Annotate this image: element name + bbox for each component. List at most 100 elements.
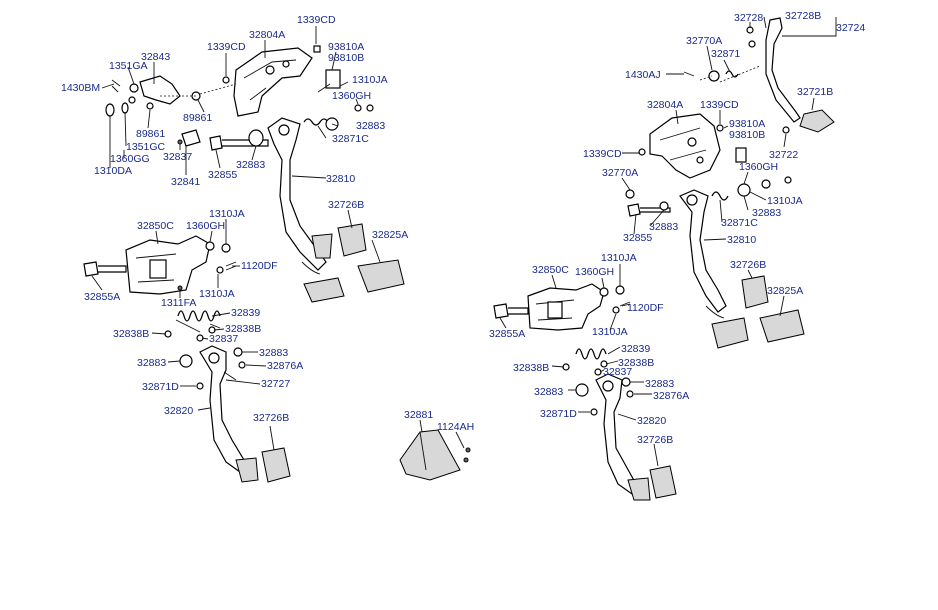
callout-1360gh: 1360GH (186, 220, 225, 232)
callout-89861: 89861 (136, 128, 165, 140)
clip-32841 (181, 129, 201, 147)
return-spring-32871c-b (711, 191, 729, 201)
callout-1339cd: 1339CD (297, 14, 336, 26)
callout-1430aj: 1430AJ (625, 69, 661, 81)
callout-1310ja: 1310JA (352, 74, 388, 86)
callout-32726b: 32726B (328, 199, 364, 211)
callout-32724: 32724 (836, 22, 865, 34)
callout-32881: 32881 (404, 409, 433, 421)
callout-32837: 32837 (603, 366, 632, 378)
pedal-bracket-right (649, 113, 721, 179)
callout-32883: 32883 (752, 207, 781, 219)
callout-1120df: 1120DF (627, 302, 664, 314)
callout-32722: 32722 (769, 149, 798, 161)
dead-pedal-assembly (399, 429, 471, 481)
leader-lines (91, 16, 837, 467)
callout-32726b: 32726B (253, 412, 289, 424)
callout-32843: 32843 (141, 51, 170, 63)
callout-32726b: 32726B (637, 434, 673, 446)
clutch-spring-32839-b (575, 348, 607, 360)
callout-32871c: 32871C (721, 217, 758, 229)
callout-93810a: 93810A (729, 118, 765, 130)
callout-32837: 32837 (163, 151, 192, 163)
callout-32838b: 32838B (618, 357, 654, 369)
callout-32855: 32855 (623, 232, 652, 244)
callout-32883: 32883 (534, 386, 563, 398)
callout-1339cd: 1339CD (700, 99, 739, 111)
callout-1360gh: 1360GH (739, 161, 778, 173)
callout-1310ja: 1310JA (592, 326, 628, 338)
callout-93810b: 93810B (328, 52, 364, 64)
callout-32871: 32871 (711, 48, 740, 60)
callout-labels: 1339CD 32804A 1339CD 32843 1351GA 1430BM… (61, 10, 865, 446)
small-bracket-32843 (139, 75, 181, 105)
brake-pedal-arm-right (679, 189, 727, 313)
bolt-32855a-b (493, 303, 529, 319)
brake-pedal-pad-32726b-c (741, 275, 769, 309)
callout-32839: 32839 (231, 307, 260, 319)
callout-32876a: 32876A (267, 360, 303, 372)
callout-32810: 32810 (727, 234, 756, 246)
clutch-pedal-pad-32726b-b (261, 447, 291, 483)
callout-32728: 32728 (734, 12, 763, 24)
right-upper-assembly (625, 17, 835, 349)
accelerator-arm-32724 (765, 17, 801, 123)
return-spring-32871c-a (303, 118, 329, 126)
callout-32721b: 32721B (797, 86, 833, 98)
callout-32770a: 32770A (602, 167, 638, 179)
callout-1351ga: 1351GA (109, 60, 148, 72)
callout-32876a: 32876A (653, 390, 689, 402)
left-upper-assembly (105, 45, 405, 303)
clutch-pedal-pad-32726b-d (649, 465, 677, 499)
callout-1124ah: 1124AH (437, 421, 474, 433)
right-lower-assembly (493, 283, 677, 501)
callout-1310ja: 1310JA (601, 252, 637, 264)
callout-32804a: 32804A (249, 29, 285, 41)
callout-32871c: 32871C (332, 133, 369, 145)
callout-89861: 89861 (183, 112, 212, 124)
callout-32871d: 32871D (142, 381, 179, 393)
callout-32839: 32839 (621, 343, 650, 355)
callout-32883: 32883 (649, 221, 678, 233)
callout-32804a: 32804A (647, 99, 683, 111)
callout-32850c: 32850C (532, 264, 569, 276)
callout-1310da: 1310DA (94, 165, 132, 177)
pivot-bolt-32855-b (627, 203, 671, 217)
brake-pedal-pad-32825a-a (357, 259, 405, 293)
dead-pedal-32881 (399, 429, 461, 481)
callout-32810: 32810 (326, 173, 355, 185)
brake-pedal-pad-32726b-a (337, 223, 367, 257)
brake-pedal-pad-32825a-b (759, 309, 805, 343)
callout-32726b: 32726B (730, 259, 766, 271)
callout-32855: 32855 (208, 169, 237, 181)
callout-1430bm: 1430BM (61, 82, 100, 94)
callout-32820: 32820 (164, 405, 193, 417)
bolt-32855a-a (83, 261, 127, 277)
callout-32838b: 32838B (513, 362, 549, 374)
callout-1360gh: 1360GH (332, 90, 371, 102)
callout-1310ja: 1310JA (199, 288, 235, 300)
callout-32838b: 32838B (113, 328, 149, 340)
callout-32883: 32883 (137, 357, 166, 369)
callout-1360gg: 1360GG (110, 153, 150, 165)
callout-32727: 32727 (261, 378, 290, 390)
callout-93810a: 93810A (328, 41, 364, 53)
callout-1339cd: 1339CD (583, 148, 622, 160)
callout-1310ja: 1310JA (767, 195, 803, 207)
callout-32855a: 32855A (489, 328, 525, 340)
clutch-pedal-arm-b (595, 373, 637, 495)
callout-32770a: 32770A (686, 35, 722, 47)
accelerator-pad-32721b (799, 109, 835, 133)
callout-32728b: 32728B (785, 10, 821, 22)
callout-32871d: 32871D (540, 408, 577, 420)
clutch-bracket-32850c-a (125, 235, 211, 295)
callout-1120df: 1120DF (241, 260, 278, 272)
callout-93810b: 93810B (729, 129, 765, 141)
clutch-spring-32839-a (177, 310, 221, 322)
callout-32841: 32841 (171, 176, 200, 188)
callout-32883: 32883 (645, 378, 674, 390)
callout-32820: 32820 (637, 415, 666, 427)
clutch-bracket-32850c-b (527, 283, 605, 331)
callout-32850c: 32850C (137, 220, 174, 232)
